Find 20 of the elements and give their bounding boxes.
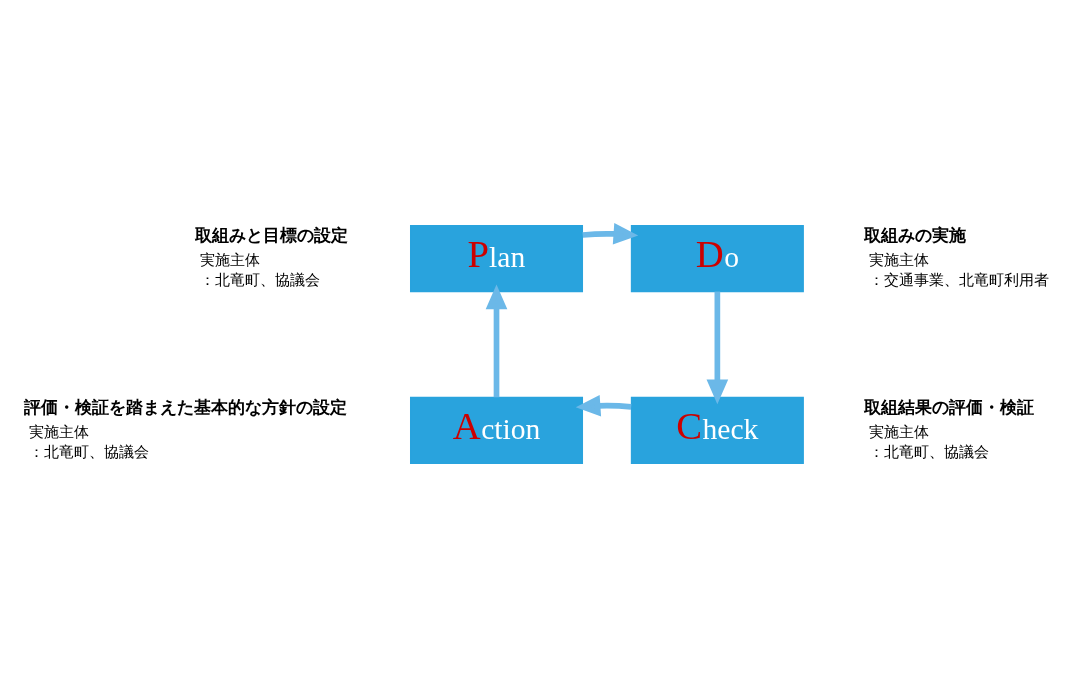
node-box: Plan [410, 224, 584, 292]
arrow [582, 222, 639, 245]
node-label: ：北竜町、協議会 [28, 442, 149, 460]
node-label: ：北竜町、協議会 [868, 442, 989, 460]
node-label: ：交通事業、北竜町利用者 [868, 270, 1049, 288]
node-label: 実施主体 [868, 250, 929, 268]
node-label: ：北竜町、協議会 [199, 270, 320, 288]
node-label: 取組みの実施 [864, 224, 967, 245]
node-label: 取組結果の評価・検証 [864, 396, 1035, 417]
node-label: 実施主体 [28, 422, 89, 440]
node-box: Action [410, 396, 584, 464]
node-label: 評価・検証を踏まえた基本的な方針の設定 [24, 396, 348, 417]
node-box: Check [630, 396, 804, 464]
node-box: Do [630, 224, 804, 292]
node-label: 実施主体 [868, 422, 929, 440]
node-label: 取組みと目標の設定 [194, 224, 348, 245]
arrow [575, 394, 632, 416]
node-label: 実施主体 [199, 250, 260, 268]
arrow [485, 284, 508, 397]
arrow [706, 291, 729, 404]
